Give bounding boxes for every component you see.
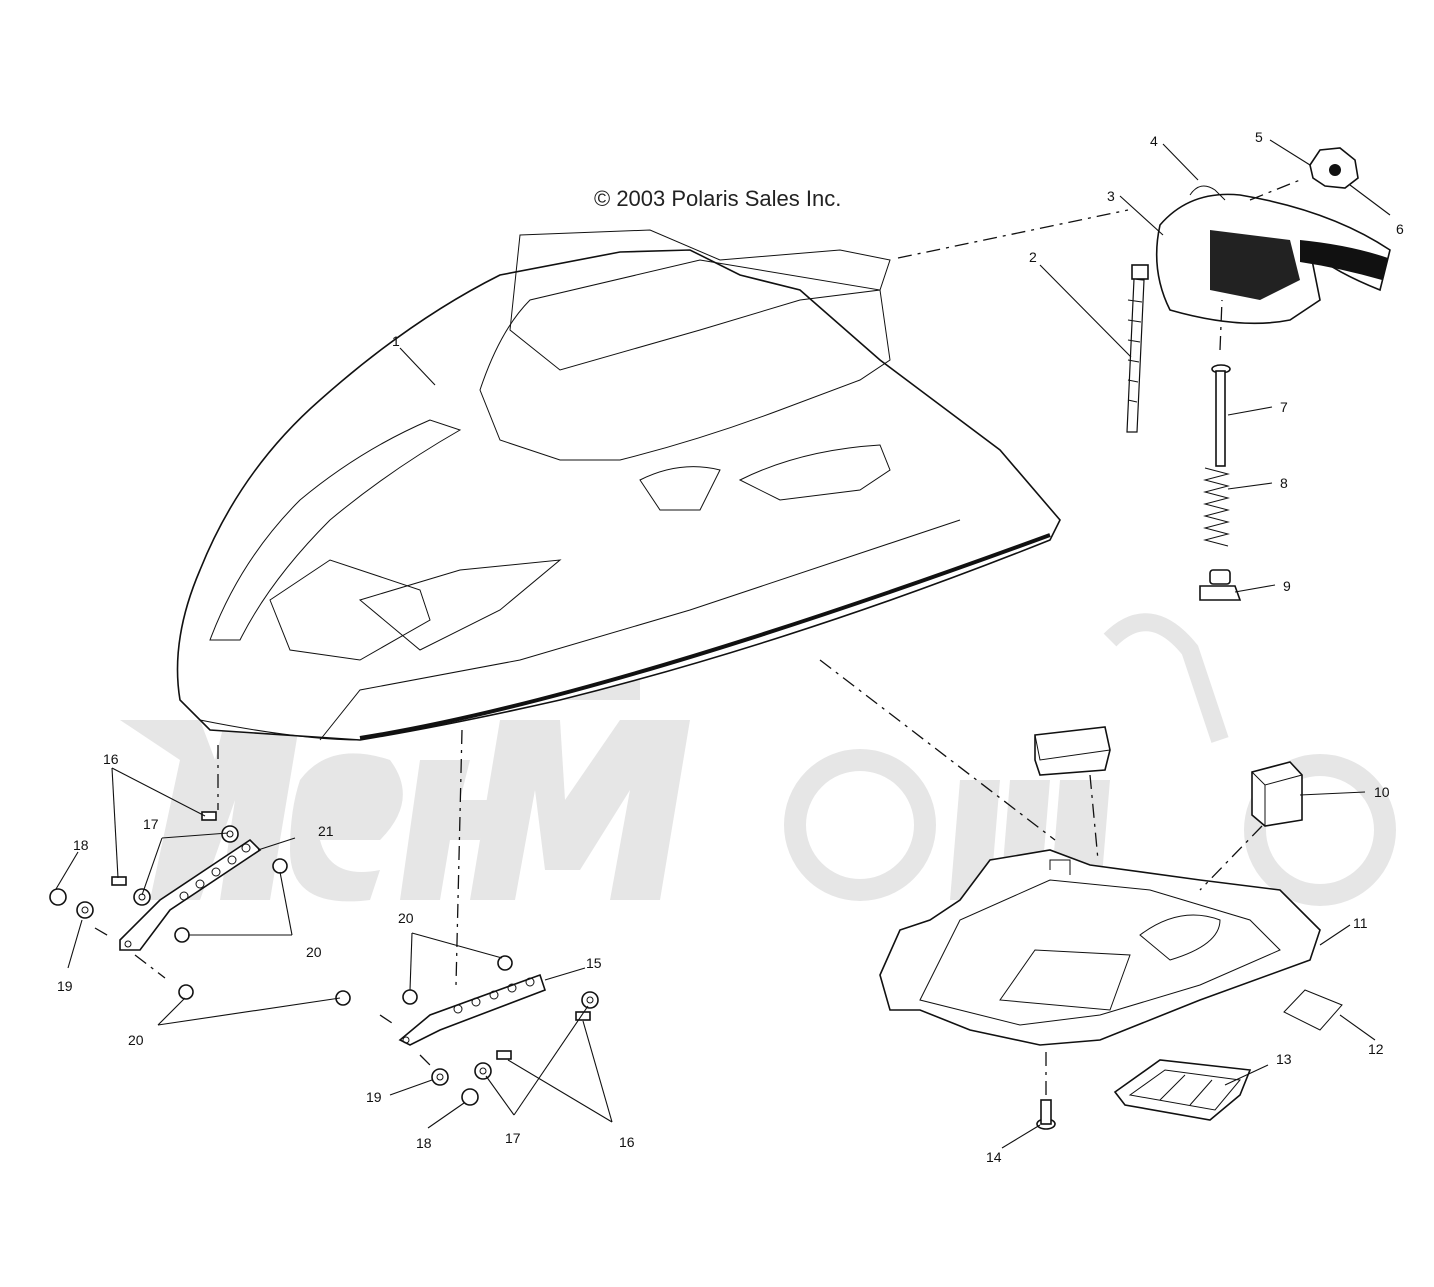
pin-part [1211,364,1231,467]
callout-17b: 17 [505,1130,521,1146]
knob-part [1199,569,1242,601]
callout-18b: 18 [416,1135,432,1151]
callout-20b: 20 [306,944,322,960]
spring-part [1203,467,1230,547]
bracket-left-part [119,838,262,951]
callout-18a: 18 [73,837,89,853]
under-pan-part [879,849,1321,1046]
hardware-washers [76,825,599,1086]
callout-7: 7 [1280,399,1288,415]
callout-10: 10 [1374,784,1390,800]
callout-11: 11 [1353,915,1368,931]
callout-17a: 17 [143,816,159,832]
callout-16b: 16 [619,1134,635,1150]
callout-19a: 19 [57,978,73,994]
leader-lines [55,139,1391,1149]
assembly-dash-lines [94,179,1301,1095]
bracket-right-part [398,973,547,1046]
callout-15: 15 [586,955,602,971]
callout-8: 8 [1280,475,1288,491]
hood-part [176,229,1061,741]
copyright-notice: © 2003 Polaris Sales Inc. [594,186,842,211]
hardware-nuts [174,858,513,1006]
decal-part [1283,989,1343,1031]
callout-12: 12 [1368,1041,1384,1057]
screw-part [1036,1099,1056,1130]
callout-13: 13 [1276,1051,1292,1067]
windshield-part [1155,185,1391,325]
callout-9: 9 [1283,578,1291,594]
clip-part [1126,264,1149,433]
callout-1: 1 [392,333,400,349]
callout-labels: 1 2 3 4 5 6 7 8 9 10 11 12 13 14 15 16 1… [57,129,1404,1165]
callout-14: 14 [986,1149,1002,1165]
hardware-bolts [49,811,591,1106]
callout-6: 6 [1396,221,1404,237]
callout-20a: 20 [398,910,414,926]
callout-21: 21 [318,823,334,839]
callout-19b: 19 [366,1089,382,1105]
vent-grille-part [1113,1059,1252,1121]
callout-5: 5 [1255,129,1263,145]
callout-4: 4 [1150,133,1158,149]
callout-20c: 20 [128,1032,144,1048]
callout-3: 3 [1107,188,1115,204]
fastener-part [1309,147,1359,189]
foam-block-part [1034,726,1303,827]
callout-2: 2 [1029,249,1037,265]
callout-16a: 16 [103,751,119,767]
